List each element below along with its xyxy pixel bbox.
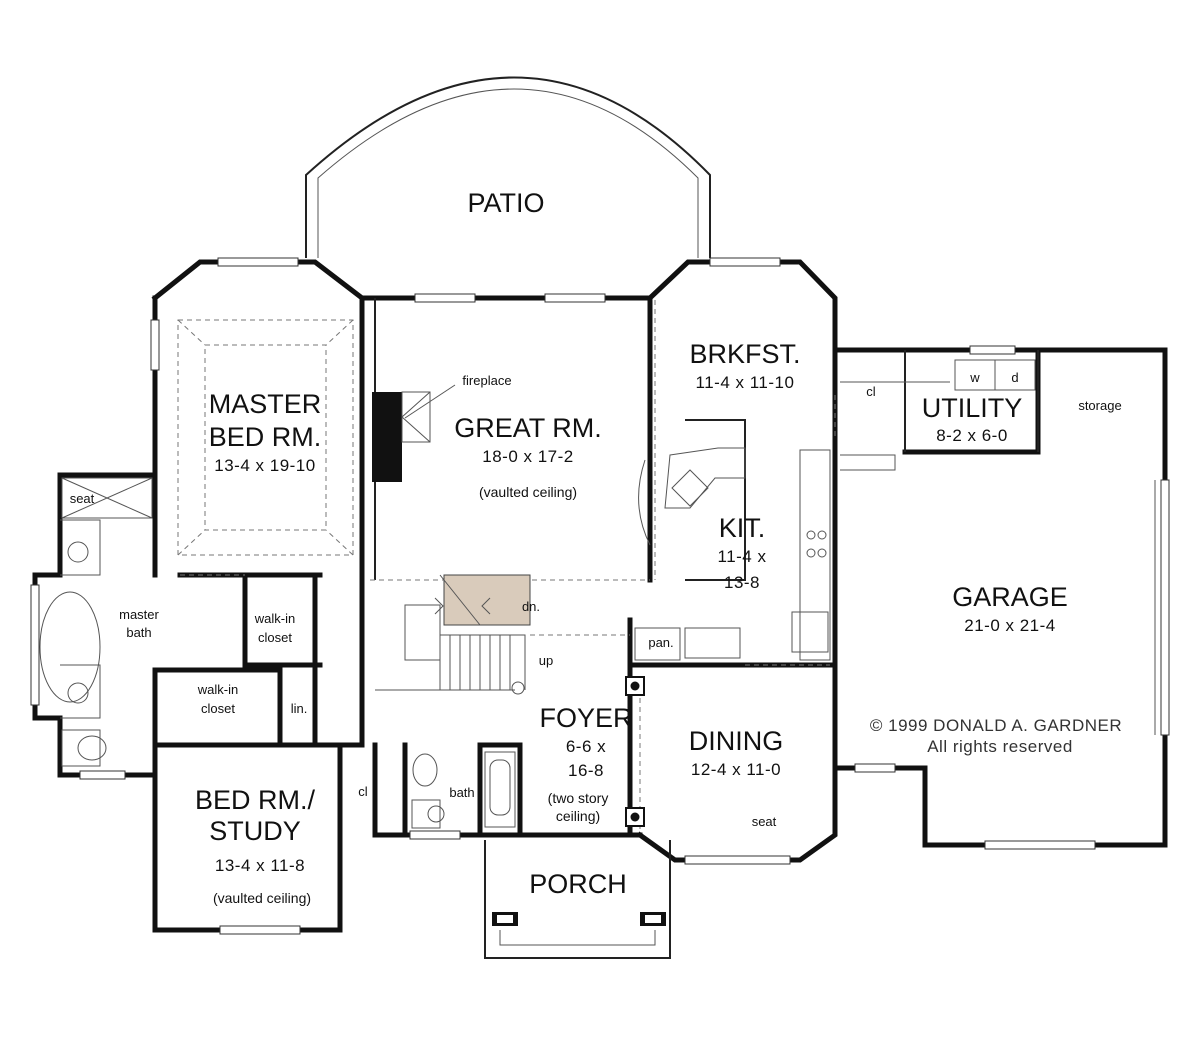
toilet-icon: [411, 799, 441, 829]
seat-label: seat: [70, 491, 95, 506]
porch-label: PORCH: [529, 869, 627, 899]
stairs-down-label: dn.: [522, 599, 540, 614]
walk-in-closet2-label-line2: closet: [201, 701, 235, 716]
garage-label: GARAGE: [952, 582, 1068, 612]
foyer-dims-line2: 16-8: [568, 761, 604, 780]
bed-study-name-line2: STUDY: [209, 816, 301, 846]
dashed-lines: [177, 300, 836, 830]
kitchen-island: [664, 447, 746, 509]
walk-in-closet-label-line1: walk-in: [254, 611, 295, 626]
garage-dims: 21-0 x 21-4: [964, 616, 1056, 635]
dining-seat-label: seat: [752, 814, 777, 829]
copyright-line1: © 1999 DONALD A. GARDNER: [870, 716, 1122, 735]
brkfst-label: BRKFST.: [689, 339, 800, 369]
interior-walls: [152, 295, 906, 838]
dining-label: DINING: [689, 726, 784, 756]
patio-outline: [305, 76, 711, 258]
dryer-label: d: [1011, 370, 1018, 385]
closet-label: cl: [358, 784, 368, 799]
porch-outline: [484, 840, 671, 959]
kit-label: KIT.: [719, 513, 766, 543]
kitchen-fixtures: [634, 447, 831, 661]
master-bed-dims: 13-4 x 19-10: [214, 456, 315, 475]
shower-icon: [484, 751, 516, 828]
master-bath-label-line2: bath: [126, 625, 151, 640]
utility-fixtures: [840, 359, 1036, 471]
foyer-note-line1: (two story: [548, 790, 609, 806]
fireplace-label: fireplace: [462, 373, 511, 388]
fireplace-icon: [372, 384, 456, 482]
washer-label: w: [969, 370, 980, 385]
bed-study-note: (vaulted ceiling): [213, 890, 311, 906]
brkfst-dims: 11-4 x 11-10: [696, 373, 795, 392]
pantry-label: pan.: [648, 635, 673, 650]
dining-dims: 12-4 x 11-0: [691, 760, 781, 779]
kit-dims-line2: 13-8: [724, 573, 760, 592]
toilet-icon: [61, 729, 101, 767]
master-bed-name-line2: BED RM.: [209, 422, 322, 452]
utility-dims: 8-2 x 6-0: [936, 426, 1008, 445]
utility-closet-label: cl: [866, 384, 876, 399]
sink-icon: [67, 682, 89, 704]
columns: [625, 676, 645, 827]
foyer-dims-line1: 6-6 x: [566, 737, 606, 756]
bed-study-dims: 13-4 x 11-8: [215, 856, 305, 875]
patio-label: PATIO: [467, 188, 544, 218]
storage-label: storage: [1078, 398, 1121, 413]
bath-label: bath: [449, 785, 474, 800]
master-bath-fixtures: [39, 477, 153, 767]
bath-fixtures: [411, 751, 516, 829]
bathtub-icon: [39, 591, 101, 703]
great-rm-dims: 18-0 x 17-2: [482, 447, 574, 466]
great-rm-label: GREAT RM.: [454, 413, 602, 443]
foyer-note-line2: ceiling): [556, 808, 600, 824]
copyright-line2: All rights reserved: [927, 737, 1073, 756]
windows: [30, 257, 1170, 935]
linen-label: lin.: [291, 701, 308, 716]
fridge-icon: [791, 611, 829, 653]
walk-in-closet2-label-line1: walk-in: [197, 682, 238, 697]
staircase: [375, 574, 531, 695]
kit-dims-line1: 11-4 x: [718, 547, 767, 566]
utility-label: UTILITY: [922, 393, 1023, 423]
walk-in-closet-label-line2: closet: [258, 630, 292, 645]
sink-icon: [67, 541, 89, 563]
stove-burner-icon: [806, 530, 816, 540]
master-bed-name-line1: MASTER: [209, 389, 322, 419]
foyer-label: FOYER: [539, 703, 632, 733]
great-rm-note: (vaulted ceiling): [479, 484, 577, 500]
bed-study-name-line1: BED RM./: [195, 785, 316, 815]
master-bath-label-line1: master: [119, 607, 159, 622]
garage-details: [1037, 350, 1156, 735]
sink-icon: [412, 753, 438, 787]
stairs-up-label: up: [539, 653, 553, 668]
labels: PATIO MASTER BED RM. 13-4 x 19-10 GREAT …: [70, 188, 1122, 906]
